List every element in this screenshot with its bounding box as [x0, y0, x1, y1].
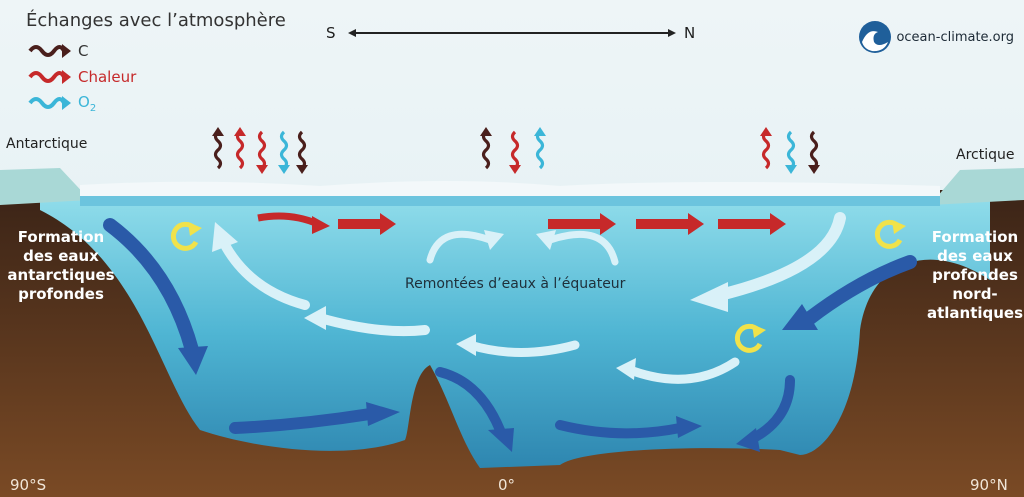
compass-north: N [684, 24, 696, 42]
mixing-loop-north [874, 219, 906, 249]
compass-south: S [326, 24, 336, 42]
legend-item-carbon: C [28, 40, 88, 62]
legend-label-carbon: C [78, 42, 89, 60]
carbon-wave-arrow-icon [28, 44, 71, 58]
exchange-arrow-0-4 [296, 130, 308, 174]
exchange-arrow-1-2 [534, 127, 546, 170]
intermediate-current-3 [616, 357, 740, 384]
heat-current-arrow-2 [548, 213, 616, 235]
oxygen-wave-arrow-icon [28, 96, 71, 110]
label-lat-north: 90°N [970, 476, 1008, 494]
label-antarctic: Antarctique [6, 136, 88, 152]
surface-current-north [690, 212, 846, 312]
exchange-arrow-0-1 [234, 127, 246, 170]
deep-current-north-atlantic [782, 255, 917, 330]
heat-current-arrow-4 [718, 213, 786, 235]
ocean-currents [103, 212, 917, 452]
label-formation-south: Formation des eaux antarctiques profonde… [7, 228, 115, 303]
mixing-loop-deep-north [734, 323, 766, 353]
exchange-arrow-2-0 [760, 127, 772, 170]
exchange-arrow-1-0 [480, 127, 492, 170]
legend-label-oxygen: O2 [78, 92, 97, 114]
deep-current-south-floor [229, 402, 400, 434]
legend-item-oxygen: O2 [28, 92, 96, 114]
label-arctic: Arctique [956, 147, 1015, 163]
label-formation-north: Formation des eaux profondes nord-atlant… [926, 228, 1024, 322]
label-lat-equator: 0° [498, 476, 516, 494]
upwelling-arrow-1 [426, 230, 504, 264]
heat-current-curve-head [312, 216, 330, 234]
deep-current-antarctic [103, 218, 208, 375]
intermediate-current-2 [456, 334, 580, 357]
antarctic-ice-shelf [0, 168, 90, 205]
arctic-ice-shelf [930, 168, 1024, 205]
ocean-basin [40, 200, 990, 468]
mixing-loop-south [170, 221, 202, 251]
heat-wave-arrow-icon [28, 70, 71, 84]
upwelling-arrow-2 [536, 230, 619, 266]
intermediate-current-1 [304, 306, 430, 337]
heat-current-arrow-3 [636, 213, 704, 235]
exchange-arrow-2-1 [785, 130, 797, 174]
exchange-arrow-0-2 [256, 130, 268, 174]
exchange-arrow-0-3 [278, 130, 290, 174]
deep-current-equator-floor [555, 416, 702, 439]
legend-item-heat: Chaleur [28, 66, 136, 88]
exchange-arrow-0-0 [212, 127, 224, 170]
exchange-arrow-2-2 [808, 130, 820, 174]
label-lat-south: 90°S [10, 476, 47, 494]
label-upwelling: Remontées d’eaux à l’équateur [405, 276, 626, 292]
logo-text: ocean-climate.org [896, 29, 1014, 45]
sea-surface-line [80, 196, 940, 206]
deep-current-ridge [435, 367, 514, 452]
heat-current-arrow-1 [338, 213, 396, 235]
sea-surface-foam [80, 181, 940, 200]
deep-current-north-floor [736, 375, 795, 452]
ocean-wave-logo-icon [859, 21, 892, 53]
legend-label-heat: Chaleur [78, 68, 137, 86]
logo: ocean-climate.org [858, 20, 1014, 54]
legend-title: Échanges avec l’atmosphère [26, 10, 286, 31]
exchange-arrow-1-1 [509, 130, 521, 174]
surface-current-south [212, 222, 310, 310]
atmosphere-exchanges [212, 127, 820, 174]
